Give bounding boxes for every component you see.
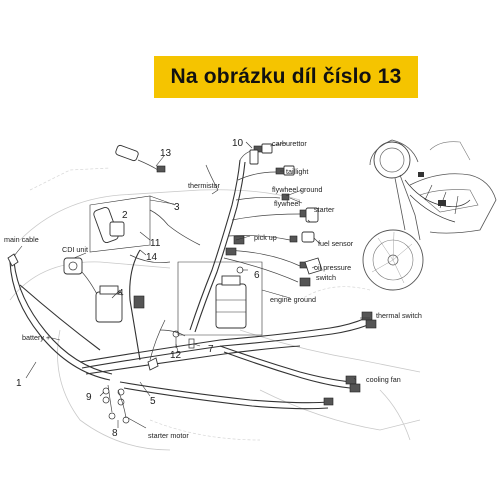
part-fuel-sensor	[301, 231, 315, 243]
callout-7: 7	[208, 344, 214, 355]
part-starter-terminal	[305, 207, 319, 223]
part-12-terminal	[172, 330, 180, 348]
callout-11: 11	[150, 238, 161, 249]
callout-13: 13	[160, 148, 172, 159]
part-taillight-connector	[283, 165, 295, 176]
callout-6: 6	[254, 270, 260, 281]
label-oil-pressure-switch: switch	[316, 273, 336, 282]
scooter-ghost-outline	[9, 167, 421, 451]
callout-2: 2	[122, 210, 128, 221]
label-oil-pressure: oil pressure	[314, 263, 351, 272]
component-parts	[7, 143, 323, 424]
label-thermal-switch: thermal switch	[376, 311, 422, 320]
part-cdi-unit	[63, 257, 83, 275]
part-terminal-lugs	[7, 253, 159, 371]
part-oil-pressure-switch	[304, 257, 323, 275]
part-ignition-coil	[215, 275, 247, 329]
label-taillight: taillight	[286, 167, 308, 176]
part-7-screw	[188, 338, 195, 349]
leader-lines	[13, 141, 370, 429]
callout-1: 1	[16, 378, 22, 389]
part-fasteners	[102, 387, 130, 424]
label-main-cable: main cable	[4, 235, 39, 244]
label-starter-motor: starter motor	[148, 431, 189, 440]
callout-12: 12	[170, 350, 182, 361]
label-carburettor: carburettor	[272, 139, 307, 148]
main-harness	[9, 149, 369, 419]
label-battery: battery +	[22, 333, 50, 342]
callout-14: 14	[146, 252, 158, 263]
label-cooling-fan: cooling fan	[366, 375, 401, 384]
label-fuel-sensor: fuel sensor	[318, 239, 354, 248]
label-engine-ground: engine ground	[270, 295, 316, 304]
label-pick-up: pick up	[254, 233, 277, 242]
part-2-switch	[93, 206, 125, 244]
part-4-relay	[95, 285, 145, 323]
label-starter: starter	[314, 205, 335, 214]
label-flywheel-ground: flywheel ground	[272, 185, 322, 194]
callout-4: 4	[118, 288, 124, 299]
banner-text: Na obrázku díl číslo 13	[170, 65, 402, 88]
title-banner: Na obrázku díl číslo 13	[154, 56, 418, 98]
part-10-connector	[249, 149, 259, 165]
label-flywheel: flywheel	[274, 199, 300, 208]
callout-3: 3	[174, 202, 180, 213]
label-cdi-unit: CDI unit	[62, 245, 88, 254]
callout-5: 5	[150, 396, 156, 407]
callout-10: 10	[232, 138, 244, 149]
diagram-labels: carburettor taillight thermistor flywhee…	[4, 139, 422, 440]
callout-numbers: 1 2 3 4 5 6 7 8 9 10 11 12 13 14	[16, 138, 260, 439]
part-carburettor-connector	[261, 143, 273, 154]
callout-9: 9	[86, 392, 92, 403]
part-13-connector	[115, 144, 166, 173]
callout-8: 8	[112, 428, 118, 439]
scooter-sketch	[362, 139, 497, 291]
label-thermistor: thermistor	[188, 181, 221, 190]
